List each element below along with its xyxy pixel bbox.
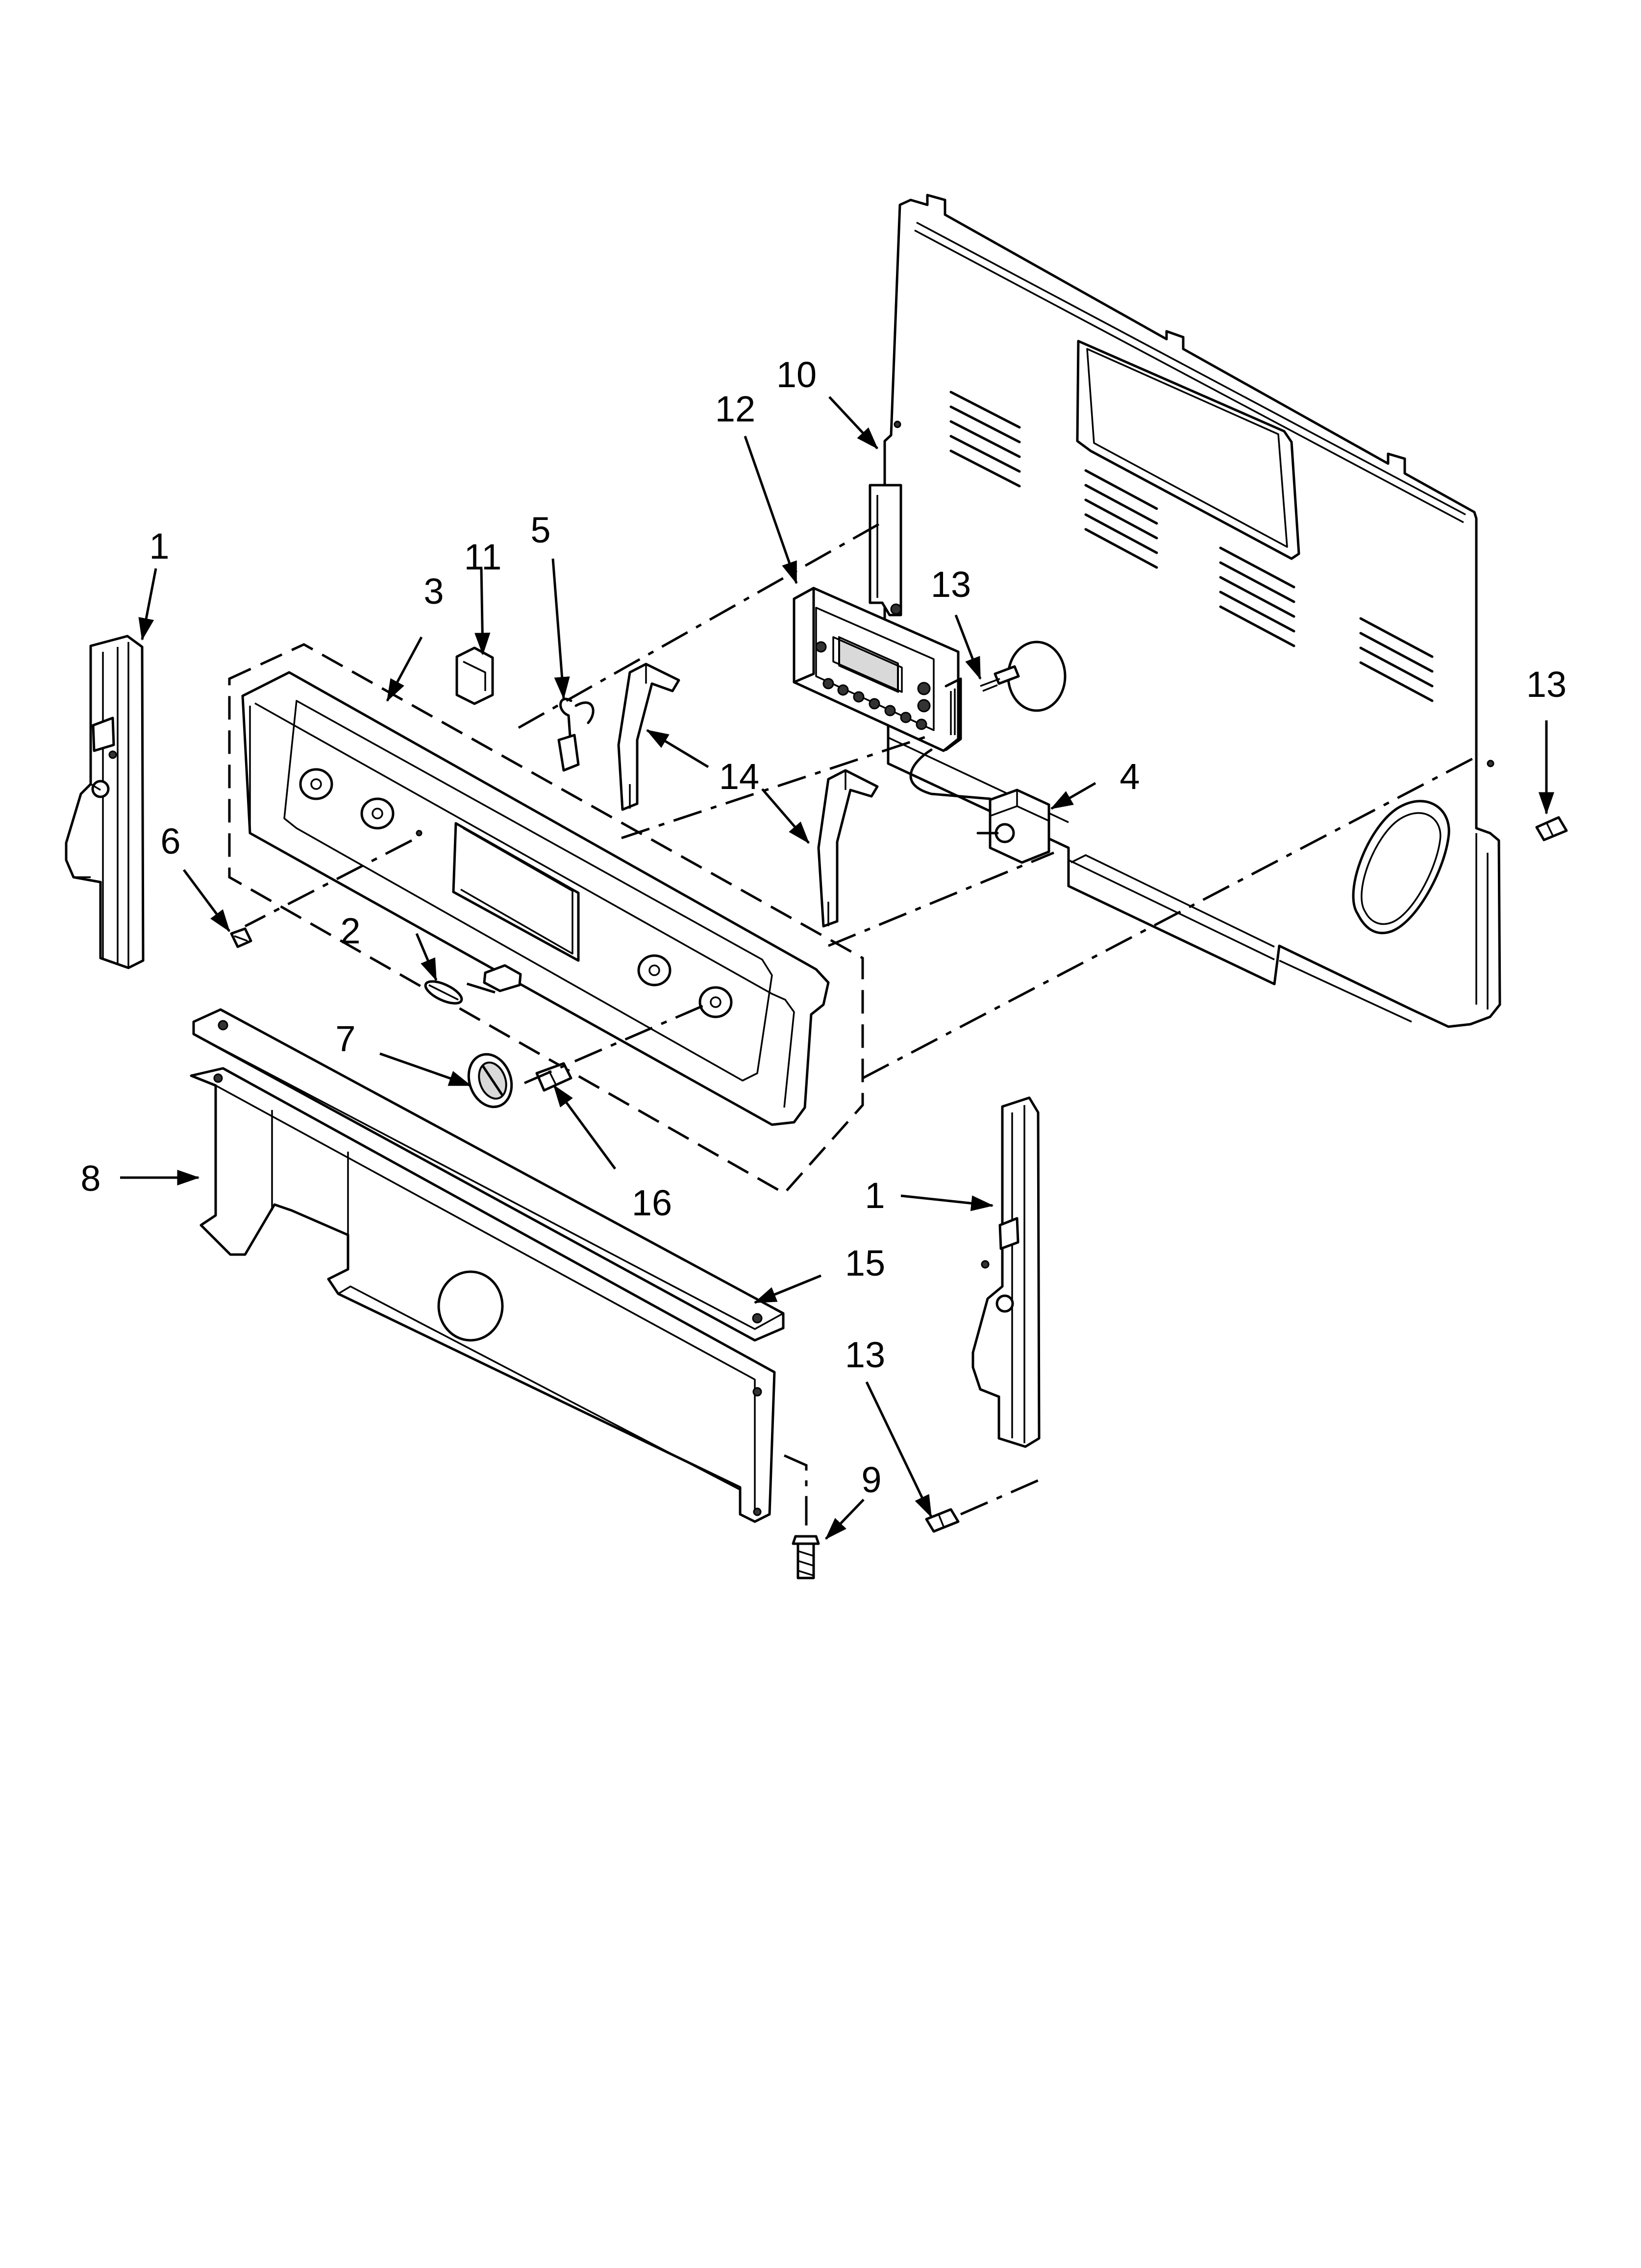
callout-15: 15: [845, 1243, 885, 1283]
callout-13-trim: 13: [845, 1334, 885, 1375]
callout-16: 16: [632, 1183, 672, 1223]
control-panel-group: [228, 643, 864, 1195]
electronic-control-board: [793, 587, 992, 800]
control-buttons: [815, 641, 931, 730]
screw-9: [792, 1535, 820, 1579]
end-cap-lower: [817, 769, 879, 928]
side-trim-right: [971, 1096, 1041, 1448]
panel-screw-13: [1535, 816, 1568, 841]
knob: [467, 1053, 513, 1109]
callout-7: 7: [335, 1018, 355, 1059]
assembly-lines: [244, 518, 1481, 1536]
screw-16: [535, 1062, 572, 1092]
callout-13-right: 13: [1526, 664, 1566, 705]
control-screw-13: [980, 641, 1067, 712]
callout-8: 8: [80, 1158, 100, 1199]
callout-1-left: 1: [149, 526, 169, 567]
callout-9: 9: [861, 1459, 881, 1500]
callout-arrows: [120, 396, 1555, 1540]
callout-3: 3: [423, 571, 444, 612]
callout-14: 14: [719, 756, 759, 797]
callout-13-control: 13: [931, 564, 971, 605]
callout-1-right: 1: [865, 1175, 885, 1216]
control-panel: [241, 671, 830, 1126]
trim-screw-13: [925, 1508, 960, 1533]
badge: [424, 980, 463, 1005]
trim-strip: [192, 1008, 785, 1342]
screw-6: [230, 927, 252, 948]
wire-harness: [557, 697, 595, 772]
end-cap-upper: [617, 663, 680, 811]
callout-6: 6: [160, 821, 180, 862]
selector-switch: [976, 789, 1050, 864]
manifold-panel: [190, 1067, 776, 1523]
callout-2: 2: [340, 911, 360, 951]
callout-5: 5: [530, 510, 550, 550]
callout-10: 10: [776, 354, 817, 395]
callout-12: 12: [715, 389, 755, 429]
callout-labels: 1 1 2 3 4 5 6 7 8 9 10 11 12 13 13 13 14…: [80, 354, 1566, 1500]
callout-11: 11: [464, 537, 502, 577]
overlay-label: [455, 646, 494, 705]
callout-4: 4: [1119, 756, 1140, 797]
knob-bezels: [299, 768, 733, 1018]
side-trim-left: [65, 635, 145, 969]
rear-console-panel: [869, 194, 1501, 1028]
vent-louvers: [949, 391, 1434, 702]
